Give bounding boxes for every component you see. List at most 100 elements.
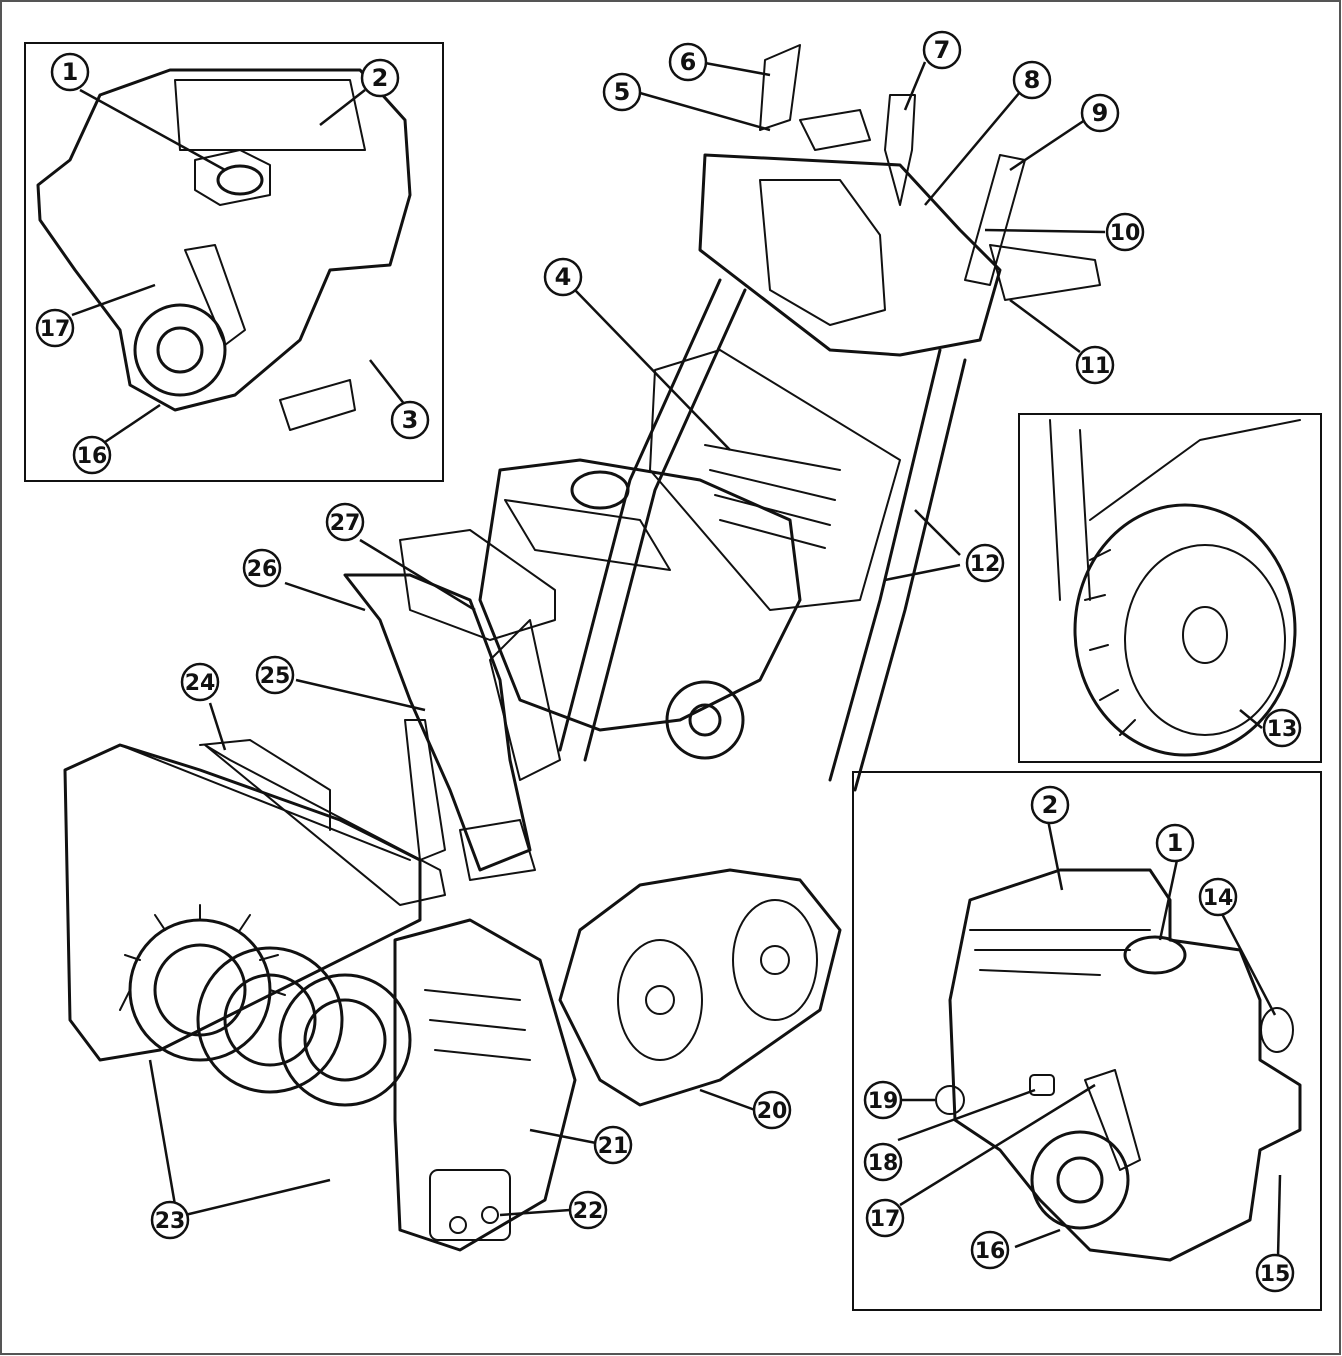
inset-wheel-right [1018,413,1322,763]
callout-circle [1012,60,1052,100]
callout-12: 12 [965,543,1005,583]
callout-circle [1105,212,1145,252]
callout-1: 1 [1155,823,1195,863]
callout-circle [50,52,90,92]
callout-label: 24 [185,671,216,696]
callout-19: 19 [863,1080,903,1120]
callout-label: 25 [260,664,291,689]
callout-26: 26 [242,548,282,588]
callout-label: 2 [372,64,389,92]
callout-circle [668,42,708,82]
callout-circle [150,1200,190,1240]
callout-circle [602,72,642,112]
callout-label: 10 [1110,221,1141,246]
callout-label: 3 [402,406,419,434]
callout-21: 21 [593,1125,633,1165]
callout-circle [752,1090,792,1130]
callout-label: 22 [573,1199,604,1224]
callout-circle [1262,708,1302,748]
callout-circle [863,1142,903,1182]
callout-circle [1155,823,1195,863]
callout-14: 14 [1198,877,1238,917]
callout-circle [1198,877,1238,917]
callout-24: 24 [180,662,220,702]
callout-18: 18 [863,1142,903,1182]
callout-15: 15 [1255,1253,1295,1293]
callout-1: 1 [50,52,90,92]
callout-11: 11 [1075,345,1115,385]
callout-circle [863,1080,903,1120]
callout-circle [970,1230,1010,1270]
callout-label: 9 [1092,99,1109,127]
callout-label: 8 [1024,66,1041,94]
callout-23: 23 [150,1200,190,1240]
callout-circle [390,400,430,440]
callout-label: 15 [1260,1262,1291,1287]
callout-circle [865,1198,905,1238]
inset-engine-bottom-right [852,771,1322,1311]
callout-20: 20 [752,1090,792,1130]
callout-label: 16 [77,444,108,469]
callout-6: 6 [668,42,708,82]
inset-engine-top-left [24,42,444,482]
callout-label: 21 [598,1134,629,1159]
callout-10: 10 [1105,212,1145,252]
callout-circle [922,30,962,70]
callout-label: 5 [614,78,631,106]
callout-circle [568,1190,608,1230]
callout-3: 3 [390,400,430,440]
callout-label: 17 [870,1207,901,1232]
callout-circle [242,548,282,588]
callout-9: 9 [1080,93,1120,133]
callout-label: 14 [1203,886,1234,911]
callout-7: 7 [922,30,962,70]
callout-circle [180,662,220,702]
callout-circle [1075,345,1115,385]
callout-2: 2 [360,58,400,98]
callout-label: 18 [868,1151,899,1176]
callout-circle [593,1125,633,1165]
callout-circle [1255,1253,1295,1293]
callout-label: 27 [330,511,361,536]
callout-4: 4 [543,257,583,297]
callout-label: 2 [1042,791,1059,819]
callout-circle [325,502,365,542]
callout-label: 13 [1267,717,1298,742]
callout-label: 23 [155,1209,186,1234]
leader-lines [71,61,1282,1258]
callout-circle [543,257,583,297]
callout-22: 22 [568,1190,608,1230]
callout-label: 12 [970,552,1001,577]
callout-label: 4 [555,263,572,291]
callout-circle [1030,785,1070,825]
callout-label: 11 [1080,354,1111,379]
callout-8: 8 [1012,60,1052,100]
callout-circle [72,435,112,475]
callout-25: 25 [255,655,295,695]
callout-17: 17 [865,1198,905,1238]
machine-illustration [36,44,1302,1262]
callout-16: 16 [72,435,112,475]
callout-label: 1 [1167,829,1184,857]
callout-label: 7 [934,36,951,64]
callout-27: 27 [325,502,365,542]
callout-label: 26 [247,557,278,582]
callout-label: 17 [40,317,71,342]
callout-label: 20 [757,1099,788,1124]
callout-2: 2 [1030,785,1070,825]
callout-circle [965,543,1005,583]
callout-16: 16 [970,1230,1010,1270]
callout-circle [1080,93,1120,133]
callout-13: 13 [1262,708,1302,748]
callout-label: 16 [975,1239,1006,1264]
callout-circle [360,58,400,98]
callout-circle [255,655,295,695]
callout-label: 1 [62,58,79,86]
callout-label: 6 [680,48,697,76]
callout-17: 17 [35,308,75,348]
callout-label: 19 [868,1089,899,1114]
callout-circle [35,308,75,348]
